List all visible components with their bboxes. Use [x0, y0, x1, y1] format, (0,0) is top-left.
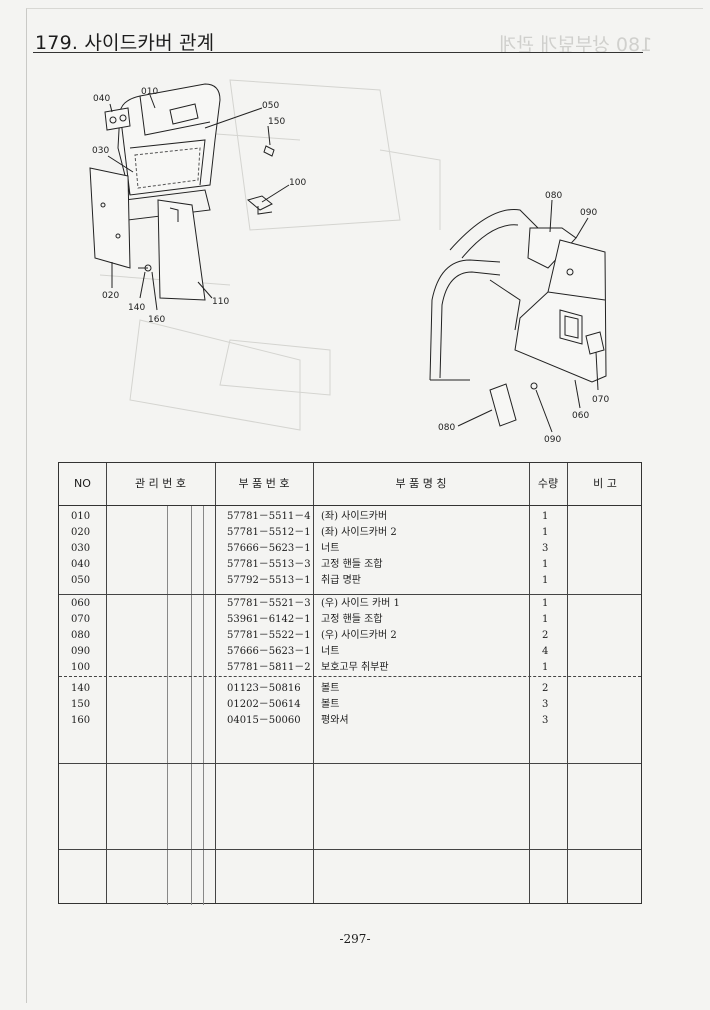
- row-no: 100: [71, 662, 91, 673]
- row-no: 160: [71, 715, 91, 726]
- row-quantity: 2: [542, 683, 549, 694]
- row-part-name: (우) 사이드 카버 1: [321, 598, 400, 609]
- row-no: 080: [71, 630, 91, 641]
- row-part-number: 57781－5512－1: [227, 527, 311, 538]
- group-divider: [59, 676, 641, 677]
- col-divider: [106, 463, 107, 903]
- row-part-number: 04015－50060: [227, 715, 301, 726]
- row-quantity: 3: [542, 715, 549, 726]
- row-part-number: 57781－5522－1: [227, 630, 311, 641]
- callout-160: 160: [148, 315, 165, 325]
- row-part-name: 너트: [321, 543, 340, 554]
- title-underline: [33, 52, 643, 53]
- row-quantity: 1: [542, 598, 549, 609]
- row-part-number: 57781－5811－2: [227, 662, 311, 673]
- parts-table: NO 관 리 번 호 부 품 번 호 부 품 명 칭 수량 비 고 010 57…: [58, 462, 642, 905]
- col-divider: [203, 505, 204, 905]
- right-cover-assembly: [429, 199, 607, 433]
- header-remarks: 비 고: [593, 477, 617, 490]
- callout-150: 150: [268, 117, 285, 127]
- row-part-number: 57781－5513－3: [227, 559, 311, 570]
- row-part-number: 57781－5521－3: [227, 598, 311, 609]
- col-divider: [529, 463, 530, 903]
- col-divider: [167, 505, 168, 905]
- group-divider: [59, 849, 641, 850]
- callout-050: 050: [262, 101, 279, 111]
- callout-070: 070: [592, 395, 609, 405]
- row-part-name: 보호고무 취부판: [321, 662, 389, 673]
- row-quantity: 3: [542, 699, 549, 710]
- callout-080-bottom: 080: [438, 423, 455, 433]
- page-title: 179. 사이드카버 관계: [35, 32, 215, 54]
- row-no: 020: [71, 527, 91, 538]
- page-number: -297-: [339, 932, 371, 946]
- col-divider: [567, 463, 568, 903]
- row-quantity: 1: [542, 614, 549, 625]
- row-part-name: 볼트: [321, 683, 340, 694]
- row-part-name: 볼트: [321, 699, 340, 710]
- row-part-number: 53961－6142－1: [227, 614, 311, 625]
- header-divider: [59, 505, 641, 506]
- group-divider: [59, 594, 641, 595]
- row-part-name: 고정 핸들 조합: [321, 559, 383, 570]
- row-part-name: (좌) 사이드카버 2: [321, 527, 397, 538]
- row-quantity: 1: [542, 559, 549, 570]
- header-quantity: 수량: [537, 477, 559, 490]
- row-part-name: 너트: [321, 646, 340, 657]
- header-no: NO: [74, 477, 91, 490]
- callout-030: 030: [92, 146, 109, 156]
- row-no: 030: [71, 543, 91, 554]
- callout-100: 100: [289, 178, 306, 188]
- row-part-name: (우) 사이드카버 2: [321, 630, 397, 641]
- col-divider: [215, 463, 216, 903]
- diagram-callouts: 040 010 050 150 030 100 020 140 160 110 …: [92, 87, 609, 445]
- row-no: 090: [71, 646, 91, 657]
- row-quantity: 1: [542, 575, 549, 586]
- callout-010: 010: [141, 87, 158, 97]
- row-no: 050: [71, 575, 91, 586]
- group-divider: [59, 763, 641, 764]
- row-part-name: 고정 핸들 조합: [321, 614, 383, 625]
- row-no: 140: [71, 683, 91, 694]
- header-management-no: 관 리 번 호: [135, 477, 186, 490]
- row-part-number: 01123－50816: [227, 683, 301, 694]
- row-no: 060: [71, 598, 91, 609]
- row-part-name: 취급 명판: [321, 575, 361, 586]
- callout-090-bottom: 090: [544, 435, 561, 445]
- row-quantity: 4: [542, 646, 549, 657]
- callout-140: 140: [128, 303, 145, 313]
- callout-080-top: 080: [545, 191, 562, 201]
- header-part-number: 부 품 번 호: [238, 477, 290, 490]
- row-no: 070: [71, 614, 91, 625]
- callout-090-top: 090: [580, 208, 597, 218]
- callout-060: 060: [572, 411, 589, 421]
- row-part-name: (좌) 사이드카버: [321, 511, 388, 522]
- col-divider: [313, 463, 314, 903]
- row-no: 010: [71, 511, 91, 522]
- row-part-number: 57666－5623－1: [227, 543, 311, 554]
- row-part-number: 57666－5623－1: [227, 646, 311, 657]
- callout-020: 020: [102, 291, 119, 301]
- row-quantity: 3: [542, 543, 549, 554]
- left-cover-assembly: [89, 83, 290, 311]
- row-quantity: 2: [542, 630, 549, 641]
- row-quantity: 1: [542, 511, 549, 522]
- exploded-parts-diagram: 040 010 050 150 030 100 020 140 160 110 …: [89, 79, 609, 445]
- row-quantity: 1: [542, 527, 549, 538]
- header-part-name: 부 품 명 칭: [395, 477, 447, 490]
- callout-110: 110: [212, 297, 229, 307]
- row-no: 150: [71, 699, 91, 710]
- row-part-number: 57781－5511－4: [227, 511, 311, 522]
- col-divider: [191, 505, 192, 905]
- page-frame: [26, 8, 703, 1003]
- row-part-number: 57792－5513－1: [227, 575, 311, 586]
- callout-040: 040: [93, 94, 110, 104]
- row-part-name: 평와셔: [321, 715, 349, 726]
- row-quantity: 1: [542, 662, 549, 673]
- row-no: 040: [71, 559, 91, 570]
- row-part-number: 01202－50614: [227, 699, 301, 710]
